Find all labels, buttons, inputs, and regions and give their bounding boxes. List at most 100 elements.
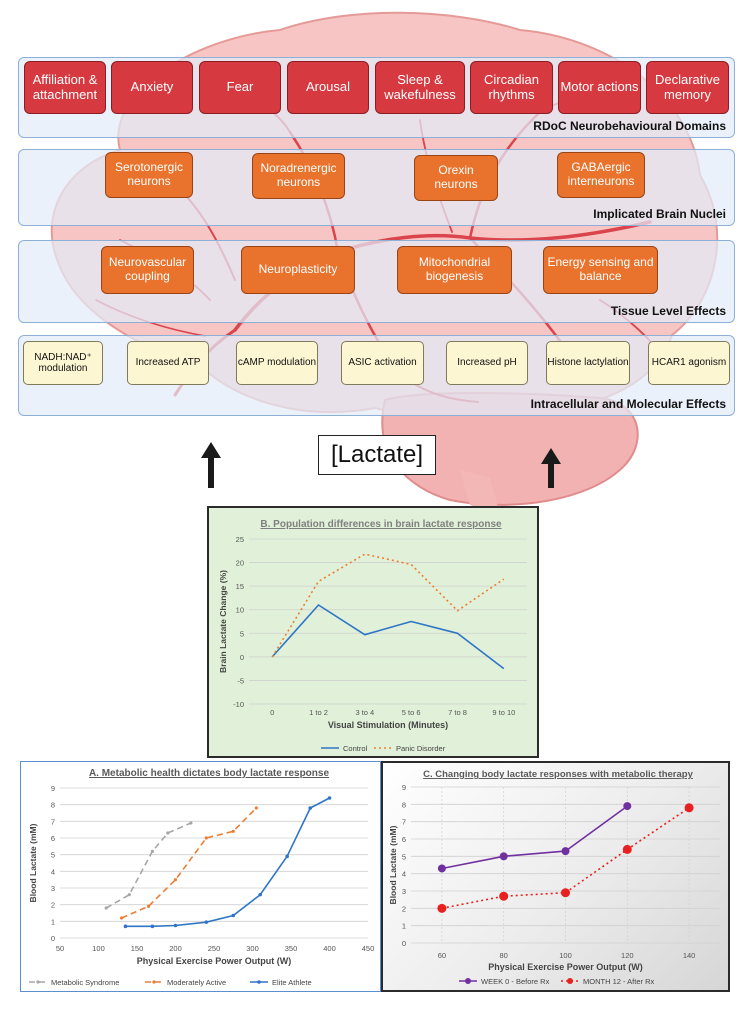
chart-a-point-2 [204, 920, 209, 924]
up-arrow-right [541, 448, 561, 488]
chart-c-legend-label-0: WEEK 0 - Before Rx [481, 977, 550, 986]
chart-a-x-tick: 50 [56, 944, 64, 953]
chart-c-y-label: Blood Lactate (mM) [388, 825, 398, 904]
chart-a-point-0 [166, 831, 170, 835]
chart-c-point-0 [437, 864, 446, 873]
chart-a-series-line-1 [121, 807, 257, 919]
chart-c-y-tick: 6 [402, 835, 406, 844]
chart-b-x-tick: 1 to 2 [309, 708, 328, 717]
chart-a-y-tick: 6 [51, 834, 55, 843]
mol-asic: ASIC activation [341, 341, 424, 385]
chart-a: A. Metabolic health dictates body lactat… [28, 768, 374, 987]
chart-b-y-tick: 15 [236, 582, 244, 591]
chart-c-y-tick: 5 [402, 852, 406, 861]
chart-c-x-tick: 120 [621, 951, 634, 960]
chart-a-y-tick: 8 [51, 801, 55, 810]
chart-a-y-tick: 2 [51, 901, 55, 910]
chart-c-point-1 [561, 888, 570, 898]
tissue-mitochondrial: Mitochondrial biogenesis [397, 246, 512, 294]
chart-a-title: A. Metabolic health dictates body lactat… [89, 768, 330, 779]
chart-b-x-tick: 7 to 8 [448, 708, 467, 717]
chart-a-x-tick: 200 [169, 944, 182, 953]
chart-c-y-tick: 7 [402, 818, 406, 827]
chart-a-x-tick: 250 [208, 944, 221, 953]
band-label-rdoc: RDoC Neurobehavioural Domains [533, 119, 726, 133]
domain-sleep: Sleep & wakefulness [375, 61, 465, 114]
domain-circadian: Circadian rhythms [470, 61, 553, 114]
chart-a-legend-marker-1 [152, 980, 156, 984]
chart-b-legend-label-0: Control [343, 744, 368, 753]
chart-a-y-tick: 3 [51, 884, 55, 893]
chart-a-y-tick: 0 [51, 934, 55, 943]
chart-a-point-0 [127, 893, 131, 897]
chart-c-y-tick: 2 [402, 904, 406, 913]
chart-c-y-tick: 0 [402, 939, 406, 948]
chart-b-y-tick: 20 [236, 559, 244, 568]
chart-b-x-tick: 3 to 4 [355, 708, 374, 717]
chart-panel-a: A. Metabolic health dictates body lactat… [20, 761, 381, 992]
nucleus-noradrenergic: Noradrenergic neurons [252, 153, 345, 199]
chart-a-legend-marker-0 [36, 980, 40, 984]
chart-b-x-tick: 0 [270, 708, 274, 717]
nucleus-gabaergic: GABAergic interneurons [557, 152, 645, 198]
chart-c-legend-label-1: MONTH 12 - After Rx [583, 977, 655, 986]
chart-a-x-tick: 400 [323, 944, 336, 953]
chart-a-point-2 [258, 892, 262, 897]
chart-a-point-2 [285, 854, 289, 859]
chart-a-y-tick: 9 [51, 784, 55, 793]
lactate-label: [Lactate] [318, 435, 436, 475]
chart-a-point-2 [231, 913, 236, 918]
chart-c-x-tick: 140 [683, 951, 696, 960]
chart-a-y-label: Blood Lactate (mM) [28, 823, 38, 902]
chart-a-point-1 [120, 916, 124, 920]
mol-atp: Increased ATP [127, 341, 209, 385]
chart-b-x-tick: 5 to 6 [402, 708, 421, 717]
tissue-neuroplasticity: Neuroplasticity [241, 246, 355, 294]
chart-c-y-tick: 4 [402, 870, 406, 879]
chart-a-point-1 [173, 878, 178, 882]
chart-c-point-0 [499, 852, 508, 861]
chart-c-point-0 [561, 847, 570, 856]
chart-panel-c: C. Changing body lactate responses with … [381, 761, 730, 992]
chart-b: B. Population differences in brain lacta… [218, 519, 527, 753]
chart-a-series-line-0 [105, 822, 192, 909]
mol-ph: Increased pH [446, 341, 528, 385]
chart-a-x-tick: 150 [131, 944, 144, 953]
tissue-energy-sensing: Energy sensing and balance [543, 246, 658, 294]
chart-c-series-line-0 [441, 805, 628, 870]
chart-b-legend-label-1: Panic Disorder [396, 744, 446, 753]
chart-b-series-line-1 [271, 553, 505, 658]
mol-histone: Histone lactylation [546, 341, 630, 385]
chart-a-point-2 [150, 924, 155, 929]
chart-c-legend-marker-1 [567, 978, 573, 984]
chart-b-x-tick: 9 to 10 [492, 708, 515, 717]
chart-b-y-tick: 10 [236, 606, 244, 615]
chart-a-point-0 [189, 821, 193, 825]
chart-c-series-line-1 [441, 807, 690, 910]
chart-c-x-tick: 60 [438, 951, 446, 960]
chart-a-point-2 [173, 923, 178, 928]
chart-a-point-1 [254, 806, 258, 810]
domain-affiliation: Affiliation & attachment [24, 61, 106, 114]
chart-c-x-tick: 80 [500, 951, 508, 960]
domain-anxiety: Anxiety [111, 61, 193, 114]
chart-a-y-tick: 5 [51, 851, 55, 860]
chart-b-y-tick: 5 [240, 629, 244, 638]
chart-b-x-label: Visual Stimulation (Minutes) [328, 720, 448, 730]
chart-a-x-tick: 350 [285, 944, 298, 953]
chart-b-y-tick: -10 [233, 700, 244, 709]
chart-a-point-0 [150, 849, 154, 853]
chart-a-y-tick: 7 [51, 817, 55, 826]
mol-nadh: NADH:NAD⁺ modulation [23, 341, 103, 385]
chart-b-series-line-0 [271, 604, 505, 670]
chart-b-y-tick: 0 [240, 653, 244, 662]
mol-camp: cAMP modulation [236, 341, 318, 385]
chart-panel-b: B. Population differences in brain lacta… [207, 506, 539, 758]
chart-a-y-tick: 1 [51, 917, 55, 926]
chart-a-legend-label-1: Moderately Active [167, 978, 226, 987]
chart-a-series-line-2 [125, 797, 330, 928]
chart-a-point-1 [204, 836, 208, 840]
chart-c-y-tick: 8 [402, 800, 406, 809]
chart-a-point-2 [123, 924, 128, 929]
chart-b-y-tick: 25 [236, 535, 244, 544]
